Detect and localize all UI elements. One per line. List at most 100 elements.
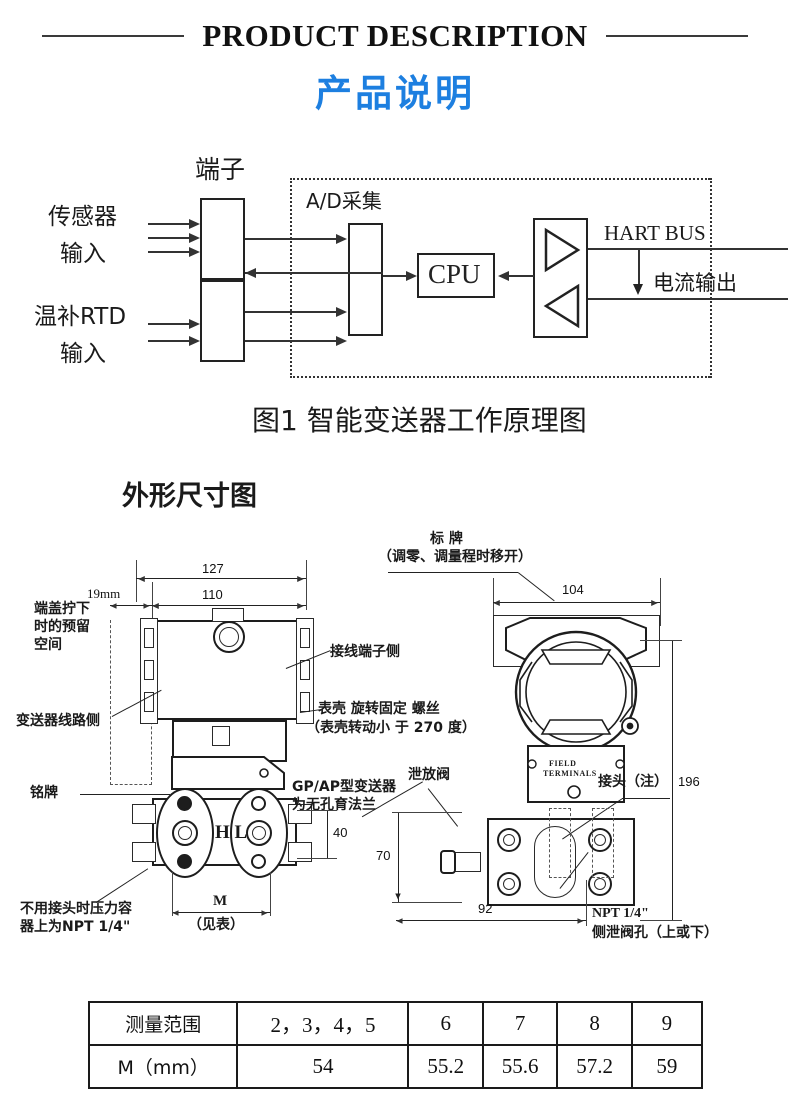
dim-value-70: 70 (376, 848, 391, 863)
signal-arrow-from-ad (245, 267, 256, 278)
page-title-english: PRODUCT DESCRIPTION (202, 18, 588, 53)
ext-line-127-left (136, 560, 138, 602)
ext-line-40-bottom (297, 858, 337, 860)
dim-line-92 (396, 920, 586, 922)
ext-line-92-right (586, 880, 588, 926)
right-manifold-bolt-br-in (594, 878, 606, 890)
label-plate-leader-d (517, 572, 555, 602)
field-terminals-line2: TERMINALS (543, 769, 597, 778)
left-housing-cover-inner (219, 627, 239, 647)
rtd-arrow-head-1 (189, 318, 200, 329)
table-cell: 9 (630, 1001, 704, 1046)
hart-bus-line (588, 248, 788, 250)
current-output-line (588, 298, 788, 300)
right-clamp-detail-3 (300, 692, 310, 712)
drain-valve-knob (440, 850, 456, 874)
dim-arrow-92-right (577, 917, 584, 924)
table-cell: 55.6 (481, 1044, 559, 1089)
signal-arrow-to-ad-1 (336, 233, 347, 244)
right-manifold-bolt-tr-in (594, 834, 606, 846)
sensor-input-label-line1: 传感器 (48, 204, 117, 230)
page-header: PRODUCT DESCRIPTION 产品说明 (0, 18, 790, 117)
table-row: M（mm） 54 55.2 55.6 57.2 59 (87, 1044, 704, 1089)
sensor-arrow-head-2 (189, 232, 200, 243)
table-cell: 8 (556, 1001, 633, 1046)
ext-line-104-right (660, 578, 662, 626)
dim-value-196: 196 (678, 774, 700, 789)
dim-arrow-92-left (396, 917, 403, 924)
npt-label: NPT 1/4" (592, 906, 649, 921)
signal-line-to-ad-3 (245, 340, 342, 342)
transmitter-circuit-side-label: 变送器线路侧 (16, 713, 100, 729)
right-housing-shape (505, 617, 647, 803)
right-manifold-bolt-tl-in (503, 834, 515, 846)
connector-note-leader-h (622, 798, 670, 800)
table-cell: 7 (481, 1001, 559, 1046)
dim-value-104: 104 (562, 582, 584, 597)
table-cell: 6 (407, 1001, 484, 1046)
left-manifold-fitting-bottom (132, 842, 156, 862)
terminal-block-lower (200, 280, 245, 362)
cover-space-label-line2: 时的预留 (34, 619, 90, 635)
dim-line-196 (672, 640, 674, 920)
ext-line-40-top (297, 810, 337, 812)
dim-value-M: M (213, 893, 228, 909)
left-clamp-detail-3 (144, 692, 154, 712)
rtd-arrow-head-2 (189, 335, 200, 346)
ad-acquisition-block (348, 223, 383, 336)
sensor-input-label-line2: 输入 (60, 241, 106, 267)
output-tap-vertical (638, 248, 640, 286)
dim-arrow-19mm-right (143, 602, 150, 609)
connector-dashed-outline-b (592, 808, 614, 878)
table-cell: 55.2 (407, 1044, 484, 1089)
signal-line-to-ad-2 (245, 311, 342, 313)
terminal-side-label: 接线端子侧 (330, 644, 400, 660)
left-sensor-small-window (212, 726, 230, 746)
table-cell: 57.2 (556, 1044, 633, 1089)
nameplate-label: 铭牌 (30, 785, 58, 801)
ext-line-70-bottom (392, 902, 462, 904)
transceiver-to-cpu-arrow (498, 270, 509, 281)
ad-to-cpu-arrow (406, 270, 417, 281)
no-fitting-label-line1: 不用接头时压力容 (20, 901, 132, 917)
rtd-input-label-line2: 输入 (60, 341, 106, 367)
dim-value-92: 92 (478, 901, 493, 916)
dim-value-40: 40 (333, 825, 348, 840)
dimension-drawing: 127 110 19mm 端盖拧下 时的预留 空间 (0, 520, 790, 980)
side-drain-hole-label: 侧泄阀孔（上或下） (592, 925, 718, 941)
dim-arrow-M-right (261, 909, 268, 916)
right-manifold-bolt-tl (497, 828, 521, 852)
dim-line-70 (398, 812, 400, 902)
drain-valve-label: 泄放阀 (408, 767, 450, 783)
right-manifold-fitting-bottom (288, 842, 312, 862)
dim-arrow-110-left (152, 602, 159, 609)
gp-ap-label-line1: GP/AP型变送器 (292, 779, 396, 795)
signal-line-from-ad (245, 272, 383, 274)
dim-line-40 (327, 810, 329, 858)
dim-line-M (172, 912, 270, 914)
ext-line-110-left (152, 582, 154, 622)
drain-valve-leader (427, 788, 459, 827)
dim-value-110: 110 (202, 587, 223, 602)
terminal-block-upper (200, 198, 245, 280)
dim-line-19mm (110, 605, 152, 607)
right-manifold-bolt-bl-in (503, 878, 515, 890)
figure1-caption: 图1 智能变送器工作原理图 (252, 404, 587, 437)
sensor-arrow-head-3 (189, 246, 200, 257)
cpu-block (417, 253, 495, 298)
ext-line-196-top (640, 640, 682, 642)
dimension-drawing-title: 外形尺寸图 (122, 481, 257, 512)
left-manifold-fitting-top (132, 804, 156, 824)
housing-rotate-label: （表壳转动小 于 270 度） (306, 720, 476, 736)
right-manifold-center-slot (534, 826, 576, 898)
ext-line-127-right (306, 560, 308, 610)
nameplate-leader (80, 794, 170, 796)
dim-arrow-104-right (651, 599, 658, 606)
ad-to-cpu-line (383, 275, 413, 277)
dim-arrow-70-bottom (395, 893, 401, 900)
rtd-input-label-line1: 温补RTD (34, 304, 127, 330)
field-terminals-line1: FIELD (549, 759, 577, 768)
header-rule-left (42, 35, 185, 37)
m-see-table-label: （见表） (188, 917, 244, 933)
